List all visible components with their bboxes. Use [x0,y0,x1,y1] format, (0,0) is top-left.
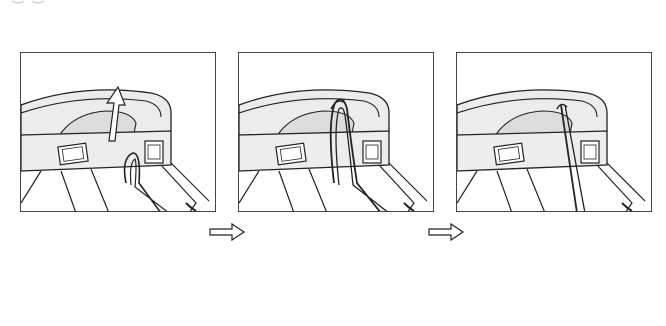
step-2-panel [238,52,434,212]
harness-strap-insert-icon [21,85,210,211]
arrow-right-icon [209,222,246,242]
harness-strap-loop-icon [239,89,428,211]
top-edge-marks [11,0,45,4]
harness-strap-tightened-icon [457,89,646,211]
step-1-panel [20,52,216,212]
step-3-panel [456,52,652,212]
arrow-right-icon [428,222,465,242]
